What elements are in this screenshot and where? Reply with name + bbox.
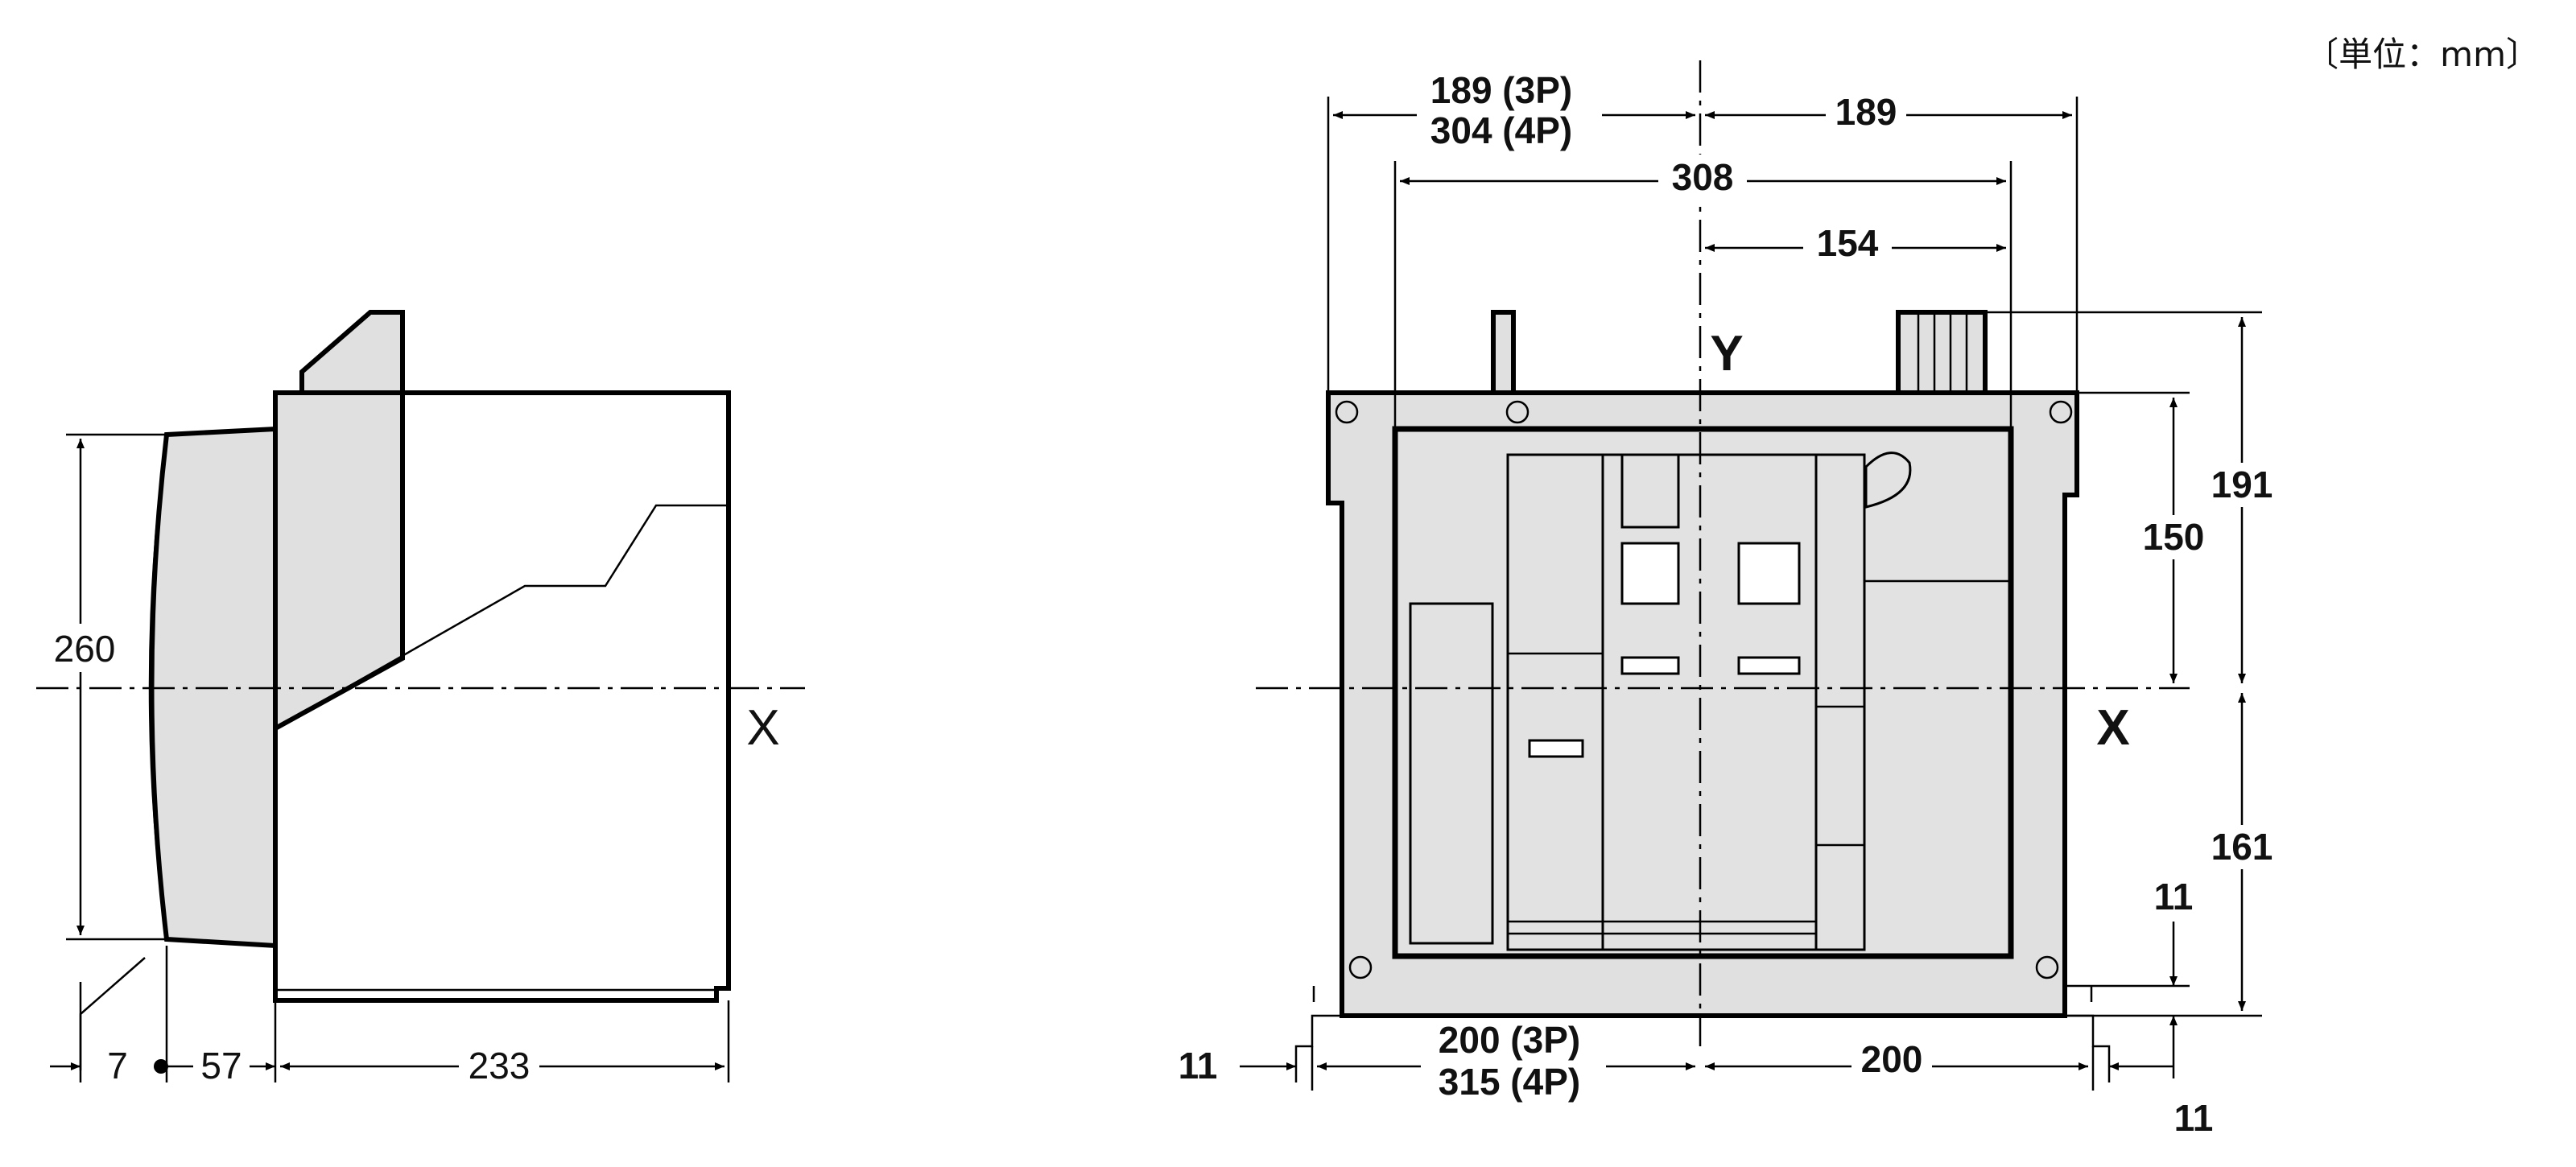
dim-308-label: 308	[1672, 156, 1734, 198]
dim-11-right-lower-label: 11	[2174, 1097, 2214, 1139]
dim-191-label-bg	[2202, 463, 2282, 507]
side-view-profile-line	[275, 504, 729, 730]
foot-right	[2065, 1014, 2111, 1082]
dim-150-label-bg	[2133, 515, 2214, 559]
dim-200-right-label-bg	[1852, 1038, 1932, 1082]
dim-260-label-bg	[48, 624, 121, 672]
dim-154-label: 154	[1817, 222, 1879, 264]
front-view: Y X 189 (3P) 304 (4P) 189 308 154 191 15…	[1179, 60, 2282, 1139]
dim-189-right-label-bg	[1826, 90, 1906, 134]
mount-hole-bottom-right	[2035, 955, 2059, 979]
front-view-connector-block	[1896, 310, 1988, 395]
side-view-handle	[299, 310, 405, 395]
dim-233-label: 233	[469, 1045, 530, 1087]
left-panel	[1409, 602, 1494, 945]
mount-hole-top-right	[2049, 400, 2073, 424]
dim-260-label: 260	[54, 628, 116, 670]
dim-189-3p-label: 189 (3P)	[1430, 69, 1572, 111]
knob	[1864, 452, 1912, 509]
dim-57-label-bg	[193, 1042, 250, 1087]
window-left	[1620, 542, 1680, 605]
dim-200-right-label: 200	[1861, 1038, 1923, 1080]
side-view: X 260 7 57 233	[36, 310, 805, 1087]
dim-57-label: 57	[200, 1045, 242, 1087]
dim-308-label-bg	[1658, 155, 1747, 199]
mount-hole-bottom-left	[1348, 955, 1373, 979]
dim-7-label: 7	[107, 1045, 128, 1087]
dim-200-left-label-bg	[1421, 1018, 1606, 1107]
mount-hole-top-left	[1335, 400, 1359, 424]
indicator-slot-1	[1528, 739, 1584, 758]
dim-189-left-label-bg	[1417, 68, 1602, 153]
dim-233-label-bg	[459, 1042, 539, 1087]
unit-label: 〔単位：mm〕	[2305, 35, 2540, 74]
indicator-slot-2	[1620, 656, 1680, 675]
center-column-1	[1506, 453, 1604, 951]
front-view-axis-y-label: Y	[1710, 326, 1743, 381]
dim-11-upper-label: 11	[2154, 876, 2194, 918]
dim-161-label: 161	[2211, 826, 2273, 868]
dim-315-4p-label: 315 (4P)	[1439, 1061, 1580, 1103]
dim-150-label: 150	[2143, 516, 2205, 558]
dim-154-label-bg	[1803, 221, 1892, 266]
dim-200-3p-label: 200 (3P)	[1439, 1019, 1580, 1061]
dim-191-label: 191	[2211, 464, 2273, 505]
front-view-left-pin	[1491, 310, 1516, 395]
dim-7-leader	[79, 957, 146, 1070]
mount-hole-top-center	[1505, 400, 1530, 424]
foot-left	[1294, 1014, 1342, 1082]
dim-304-4p-label: 304 (4P)	[1430, 109, 1572, 151]
front-view-axis-x-label: X	[2096, 700, 2129, 756]
window-right	[1737, 542, 1801, 605]
right-column	[1814, 453, 1866, 951]
top-slot	[1620, 453, 1680, 529]
dim-189-right-label: 189	[1835, 91, 1897, 133]
indicator-slot-3	[1737, 656, 1801, 675]
dim-11-left-label: 11	[1179, 1045, 1218, 1087]
side-view-axis-x-label: X	[746, 700, 779, 756]
dim-161-label-bg	[2202, 825, 2282, 869]
center-column-2	[1601, 453, 1818, 951]
